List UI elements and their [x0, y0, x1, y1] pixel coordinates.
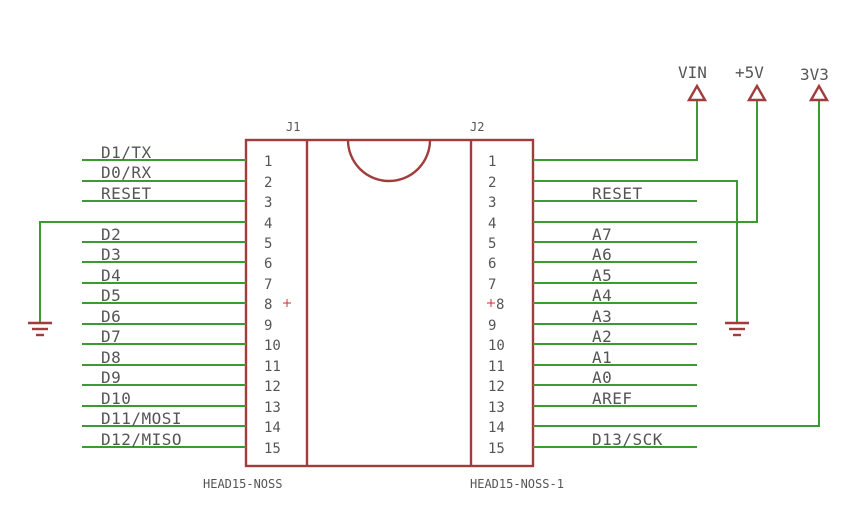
- j2-pin-number: 9: [488, 318, 496, 334]
- vin-label: VIN: [678, 63, 707, 82]
- j2-net-label: A3: [592, 307, 612, 326]
- j2-pin-number: 14: [488, 420, 505, 436]
- j2-net-label: AREF: [592, 389, 633, 408]
- j2-net-label: A7: [592, 225, 612, 244]
- j1-pin-number: 10: [264, 338, 281, 354]
- j2-pin-number: 2: [488, 175, 496, 191]
- j1-pin-number: 15: [264, 441, 281, 457]
- header-notch: [346, 139, 432, 183]
- j2-pin-number: 7: [488, 277, 496, 293]
- j2-pin4-5v-wire: [533, 101, 758, 223]
- j2-pin-number: 1: [488, 154, 496, 170]
- j2-pin1-vin-wire: [533, 101, 698, 161]
- j1-net-label: D5: [101, 286, 121, 305]
- j1-ref-label: J1: [286, 120, 300, 134]
- j1-part-label: HEAD15-NOSS: [203, 477, 282, 491]
- ground-icon: [28, 321, 52, 337]
- j1-pin-number: 12: [264, 379, 281, 395]
- j2-pin-number: 4: [488, 216, 496, 232]
- j2-net-label: A0: [592, 368, 612, 387]
- j2-net-label: A6: [592, 245, 612, 264]
- j1-net-label: D2: [101, 225, 121, 244]
- j1-net-label: D10: [101, 389, 131, 408]
- 5v-label: +5V: [735, 63, 764, 82]
- j1-net-label: D4: [101, 266, 121, 285]
- origin-cross-icon: [283, 299, 291, 307]
- j1-net-label: D7: [101, 327, 121, 346]
- j1-pin-number: 14: [264, 420, 281, 436]
- j1-net-label: D9: [101, 368, 121, 387]
- j1-pin-number: 6: [264, 256, 272, 272]
- ground-icon: [725, 321, 749, 337]
- j1-pin4-ground-wire: [39, 221, 246, 322]
- j2-pin-number: 5: [488, 236, 496, 252]
- j1-net-label: D3: [101, 245, 121, 264]
- j2-pin-number: 11: [488, 359, 505, 375]
- j2-net-label: A1: [592, 348, 612, 367]
- j1-pin-number: 2: [264, 175, 272, 191]
- j2-pin-number: 12: [488, 379, 505, 395]
- origin-cross-icon: [487, 299, 495, 307]
- j2-pin2-ground-wire: [533, 180, 738, 322]
- j1-pin-number: 1: [264, 154, 272, 170]
- j2-net-label: D13/SCK: [592, 430, 663, 449]
- j1-net-label: D6: [101, 307, 121, 326]
- j2-pin-number: 8: [496, 297, 504, 313]
- j2-pin-number: 10: [488, 338, 505, 354]
- j1-pin-number: 5: [264, 236, 272, 252]
- power-arrow-icon: [746, 83, 768, 102]
- j2-net-label: RESET: [592, 184, 643, 203]
- power-arrow-icon: [808, 83, 830, 102]
- j1-pin-number: 8: [264, 297, 272, 313]
- j1-pin-number: 9: [264, 318, 272, 334]
- j1-net-label: D0/RX: [101, 163, 152, 182]
- j2-net-label: A5: [592, 266, 612, 285]
- j1-pin-list: 1 2 3 4 5 6 7 8 9 10 11 12 13 14 15 D1/T…: [39, 143, 281, 457]
- j1-net-label: D11/MOSI: [101, 409, 182, 428]
- j1-net-label: D1/TX: [101, 143, 152, 162]
- j1-pin-number: 4: [264, 216, 272, 232]
- j2-part-label: HEAD15-NOSS-1: [470, 477, 564, 491]
- j1-net-label: D12/MISO: [101, 430, 182, 449]
- j2-pin-number: 13: [488, 400, 505, 416]
- j1-pin-number: 11: [264, 359, 281, 375]
- j1-net-label: RESET: [101, 184, 152, 203]
- j2-pin-number: 6: [488, 256, 496, 272]
- power-arrow-icon: [686, 83, 708, 102]
- j1-pin-number: 7: [264, 277, 272, 293]
- 3v3-label: 3V3: [800, 65, 829, 84]
- j2-pin-list: 1 2 3 4 5 6 7 8 9 10 11 12 13 14 15 RESE…: [488, 101, 820, 457]
- j1-pin-number: 13: [264, 400, 281, 416]
- j1-net-label: D8: [101, 348, 121, 367]
- j2-ref-label: J2: [470, 120, 484, 134]
- j2-pin-number: 3: [488, 195, 496, 211]
- j2-pin14-3v3-wire: [533, 101, 820, 427]
- j2-pin-number: 15: [488, 441, 505, 457]
- j2-net-label: A4: [592, 286, 612, 305]
- j1-pin-number: 3: [264, 195, 272, 211]
- j2-net-label: A2: [592, 327, 612, 346]
